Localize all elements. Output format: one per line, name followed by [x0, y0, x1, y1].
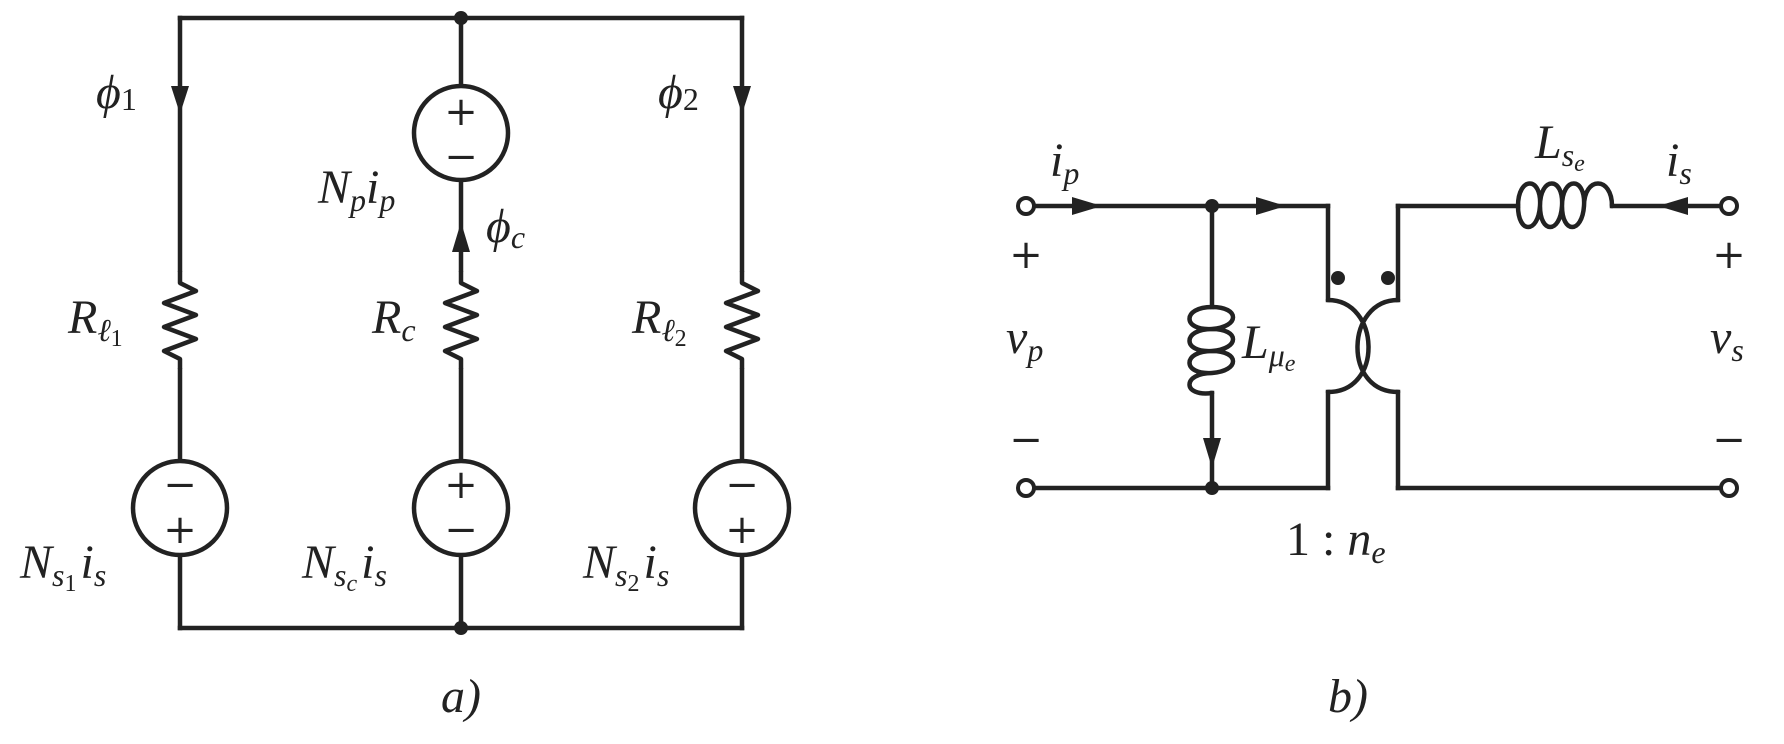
current-arrow-magnetizing	[1203, 438, 1221, 468]
source-left	[130, 458, 230, 558]
primary-plus: +	[1009, 232, 1043, 278]
inductor-series	[1515, 181, 1615, 229]
junction-dot-b-bottom	[1205, 481, 1219, 495]
caption-a: a)	[441, 670, 481, 723]
flux-arrow-right	[733, 86, 751, 114]
polarity-dot-primary	[1331, 271, 1345, 285]
source-top	[411, 83, 511, 183]
resistor-left	[161, 269, 199, 371]
resistor-center-label: Rc	[371, 291, 416, 348]
flux-arrow-center	[452, 222, 470, 252]
secondary-plus: +	[1712, 232, 1746, 278]
terminal-primary-bottom	[1016, 478, 1036, 498]
source-right-label: Ns2is	[582, 536, 669, 597]
terminal-primary-top	[1016, 196, 1036, 216]
polarity-dot-secondary	[1381, 271, 1395, 285]
junction-dot-b-top	[1205, 199, 1219, 213]
transformer-secondary-winding	[1355, 297, 1401, 395]
source-center	[411, 458, 511, 558]
source-top-label: Npip	[317, 161, 395, 218]
flux-label-phic: ϕc	[486, 200, 525, 255]
source-center-label: Nscis	[301, 536, 387, 597]
resistor-center	[442, 269, 480, 371]
junction-dot-top	[454, 11, 468, 25]
current-label-is: is	[1666, 134, 1692, 191]
flux-label-phi1: ϕ1	[96, 66, 137, 119]
secondary-minus: −	[1712, 417, 1746, 463]
source-left-minus: −	[163, 462, 197, 508]
source-center-minus: −	[444, 507, 478, 553]
inductor-series-label: Lse	[1534, 116, 1585, 177]
current-label-ip: ip	[1050, 134, 1079, 191]
voltage-label-vp: vp	[1006, 311, 1043, 368]
caption-b: b)	[1328, 670, 1368, 723]
voltage-label-vs: vs	[1710, 311, 1744, 368]
flux-arrow-left	[171, 86, 189, 114]
panel-b-equivalent-circuit: ip is Lse Lμe vp vs + − + − 1 : ne b)	[1006, 116, 1746, 723]
resistor-right-label: Rℓ2	[631, 291, 687, 352]
resistor-right	[723, 269, 761, 371]
source-top-plus: +	[444, 89, 478, 135]
terminal-secondary-top	[1719, 196, 1739, 216]
source-right-plus: +	[725, 507, 759, 553]
source-top-minus: −	[444, 134, 478, 180]
junction-dot-bottom	[454, 621, 468, 635]
inductor-magnetizing-label: Lμe	[1241, 316, 1296, 377]
terminal-secondary-bottom	[1719, 478, 1739, 498]
turns-ratio-label: 1 : ne	[1286, 513, 1386, 570]
flux-label-phi2: ϕ2	[658, 66, 699, 119]
current-arrow-ip	[1072, 197, 1102, 215]
current-arrow-is	[1658, 197, 1688, 215]
source-right	[692, 458, 792, 558]
current-arrow-primary	[1256, 197, 1286, 215]
source-center-plus: +	[444, 462, 478, 508]
primary-minus: −	[1009, 417, 1043, 463]
source-left-label: Ns1is	[19, 536, 106, 597]
resistor-left-label: Rℓ1	[67, 291, 123, 352]
source-right-minus: −	[725, 462, 759, 508]
source-left-plus: +	[163, 507, 197, 553]
inductor-magnetizing	[1187, 304, 1235, 396]
panel-a-magnetic-circuit: + − − + + − − + ϕ1 ϕ2 ϕc Npip Rℓ1 Rc Rℓ2	[19, 11, 792, 723]
transformer-primary-winding	[1325, 297, 1371, 395]
